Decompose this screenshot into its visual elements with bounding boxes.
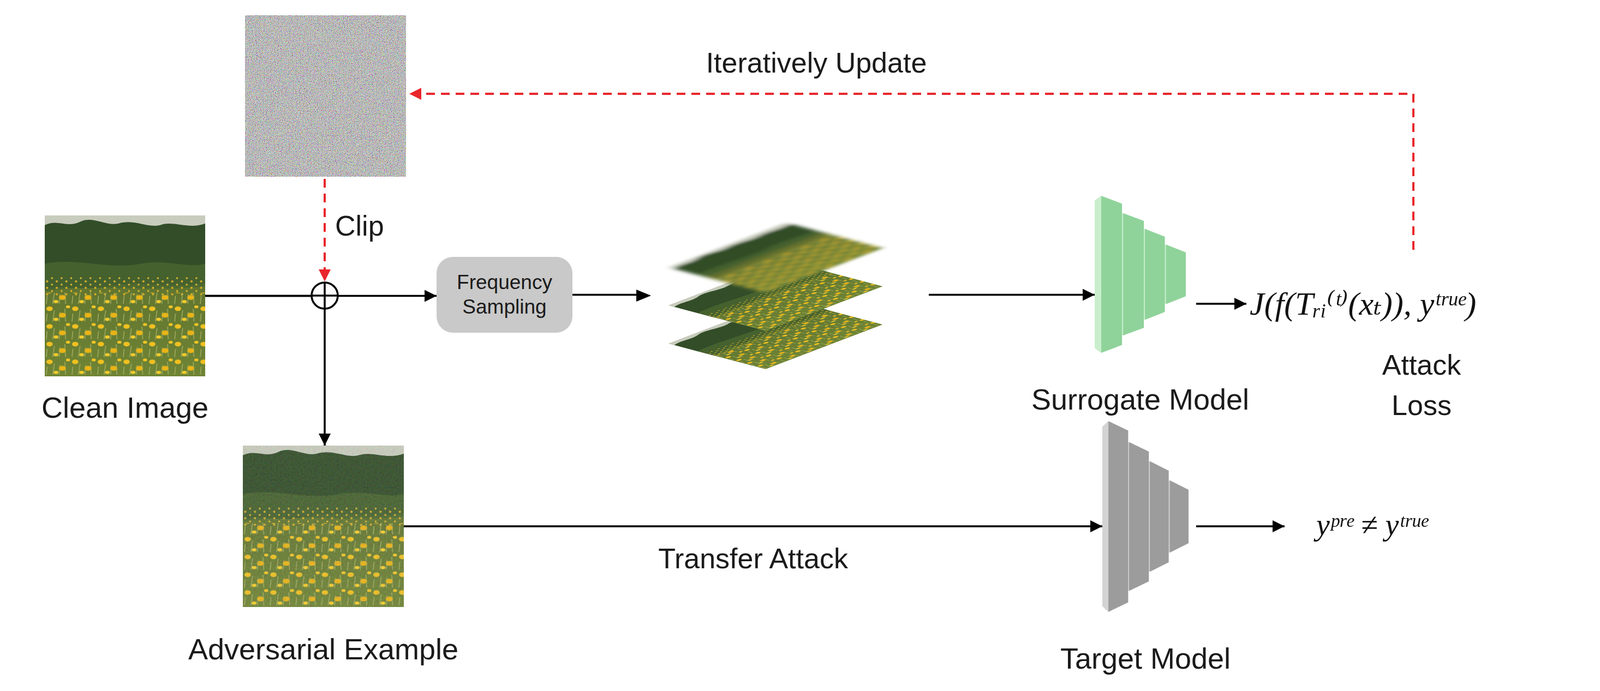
perturbation-overlay bbox=[242, 445, 404, 608]
slab-face bbox=[1108, 421, 1128, 613]
sum-symbol bbox=[311, 282, 338, 309]
edge-label: Transfer Attack bbox=[658, 542, 849, 576]
slab-edge bbox=[1094, 195, 1102, 354]
clean-image: Clean Image bbox=[44, 215, 206, 377]
flow-arrow bbox=[572, 294, 1095, 297]
clip-label: Clip bbox=[335, 210, 385, 243]
sum-cross bbox=[311, 282, 338, 309]
slab-edge bbox=[1102, 421, 1109, 613]
clip-arrow bbox=[323, 178, 326, 282]
surrogate-model: Surrogate Model bbox=[1094, 195, 1186, 354]
slab-face bbox=[1169, 480, 1189, 554]
photo-illustration bbox=[242, 445, 404, 608]
frequency-layer-low bbox=[668, 299, 883, 370]
slab-face bbox=[1149, 461, 1169, 573]
loss-arrow bbox=[1196, 302, 1247, 306]
noise-perturbation bbox=[245, 15, 407, 177]
network-symbol bbox=[1094, 195, 1186, 354]
node-caption: Clean Image bbox=[41, 390, 209, 425]
frequency-layer-high bbox=[668, 222, 883, 294]
node-caption: Adversarial Example bbox=[188, 632, 459, 667]
box-text: Frequency Sampling bbox=[436, 270, 573, 320]
loss-caption: Attack Loss bbox=[1350, 345, 1493, 427]
slab-face bbox=[1123, 213, 1144, 337]
sampling-arrowhead bbox=[636, 289, 652, 302]
layer-slab bbox=[1102, 421, 1128, 613]
flow-arrow bbox=[205, 296, 325, 447]
frequency-layer-mid bbox=[668, 260, 883, 332]
photo-illustration bbox=[44, 215, 206, 377]
flow-arrow bbox=[403, 525, 1103, 528]
field-photo bbox=[242, 445, 404, 608]
flow-arrow bbox=[205, 295, 437, 298]
process-box: Frequency Sampling bbox=[436, 257, 573, 333]
layer-backdrop bbox=[645, 285, 929, 306]
field-photo bbox=[44, 215, 206, 377]
slab-face bbox=[1144, 228, 1166, 320]
target-model: Target Model bbox=[1102, 421, 1189, 613]
prediction-formula: yᵖʳᵉ ≠ yᵗʳᵘᵉ bbox=[1316, 507, 1428, 543]
update-arrow bbox=[409, 93, 1414, 250]
slab-face bbox=[1129, 442, 1149, 592]
slab-face bbox=[1101, 195, 1122, 354]
slab-face bbox=[1165, 244, 1186, 304]
loss-formula: J(f(Tᵣᵢ⁽ᵗ⁾(xₜ)), yᵗʳᵘᵉ) bbox=[1249, 285, 1477, 324]
loop-label: Iteratively Update bbox=[706, 46, 928, 80]
layer-slab bbox=[1094, 195, 1122, 354]
network-symbol bbox=[1102, 421, 1189, 613]
node-caption: Target Model bbox=[1060, 641, 1231, 676]
prediction-arrow bbox=[1196, 525, 1285, 528]
adversarial-image: Adversarial Example bbox=[242, 445, 404, 608]
node-caption: Surrogate Model bbox=[1031, 382, 1250, 417]
